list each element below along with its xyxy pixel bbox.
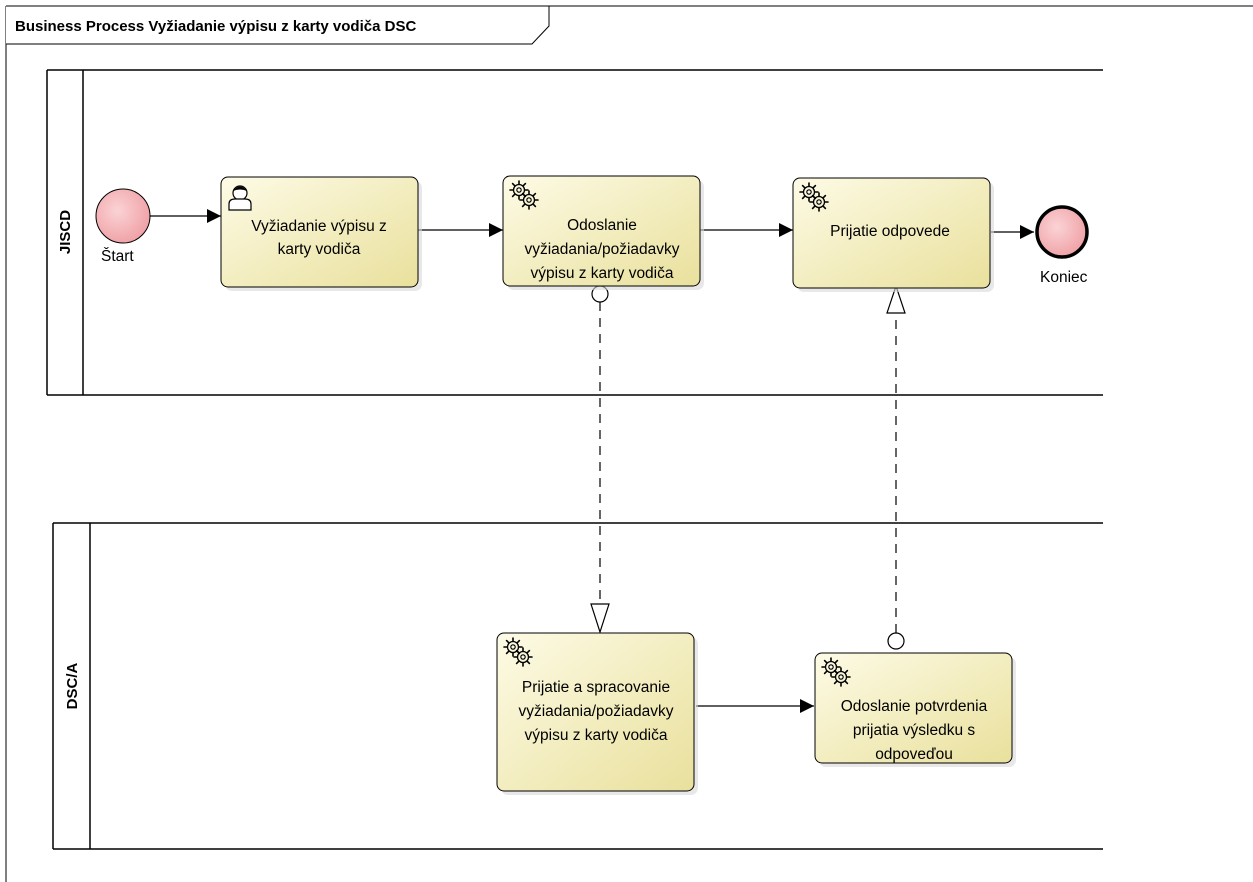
user-icon xyxy=(228,185,252,211)
start-event-label: Štart xyxy=(101,248,134,265)
task-receive-response[interactable]: Prijatie odpovede xyxy=(792,177,994,292)
lane-label-jiscd: JISCD xyxy=(57,210,74,254)
message-flow-confirmation xyxy=(886,284,906,650)
task-send-request-line2: vyžiadania/požiadavky xyxy=(524,241,679,258)
task-send-confirmation-line2: prijatia výsledku s xyxy=(853,722,976,739)
message-flows xyxy=(590,284,906,650)
task-receive-response-line1: Prijatie odpovede xyxy=(830,223,950,240)
end-event[interactable]: Koniec xyxy=(1035,205,1089,286)
task-send-request-line3: výpisu z karty vodiča xyxy=(531,265,674,282)
start-event[interactable]: Štart xyxy=(95,188,151,265)
pool-jiscd: JISCD xyxy=(46,69,1103,396)
end-event-label: Koniec xyxy=(1040,269,1088,286)
frame-title-tab xyxy=(6,5,550,45)
lane-label-dsca: DSC/A xyxy=(64,662,81,709)
task-receive-process-line2: vyžiadania/požiadavky xyxy=(518,703,673,720)
pool-dsca: DSC/A xyxy=(52,522,1103,850)
task-send-confirmation-line1: Odoslanie potvrdenia xyxy=(841,698,988,715)
task-receive-process[interactable]: Prijatie a spracovanie vyžiadania/požiad… xyxy=(496,632,698,795)
task-send-confirmation-line3: odpoveďou xyxy=(875,746,953,763)
task-send-request[interactable]: Odoslanie vyžiadania/požiadavky výpisu z… xyxy=(502,175,704,290)
task-request-extract[interactable]: Vyžiadanie výpisu z karty vodiča xyxy=(220,176,422,291)
task-request-extract-line2: karty vodiča xyxy=(278,241,361,258)
task-receive-process-line3: výpisu z karty vodiča xyxy=(525,727,668,744)
diagram-frame: Business Process Vyžiadanie výpisu z kar… xyxy=(5,5,1253,882)
task-request-extract-line1: Vyžiadanie výpisu z xyxy=(251,218,387,235)
task-send-request-line1: Odoslanie xyxy=(567,217,637,234)
task-receive-process-line1: Prijatie a spracovanie xyxy=(522,679,670,696)
sequence-flows xyxy=(150,209,1034,713)
message-flow-request xyxy=(590,285,610,634)
task-send-confirmation[interactable]: Odoslanie potvrdenia prijatia výsledku s… xyxy=(814,652,1016,767)
diagram-title: Business Process Vyžiadanie výpisu z kar… xyxy=(15,18,416,35)
